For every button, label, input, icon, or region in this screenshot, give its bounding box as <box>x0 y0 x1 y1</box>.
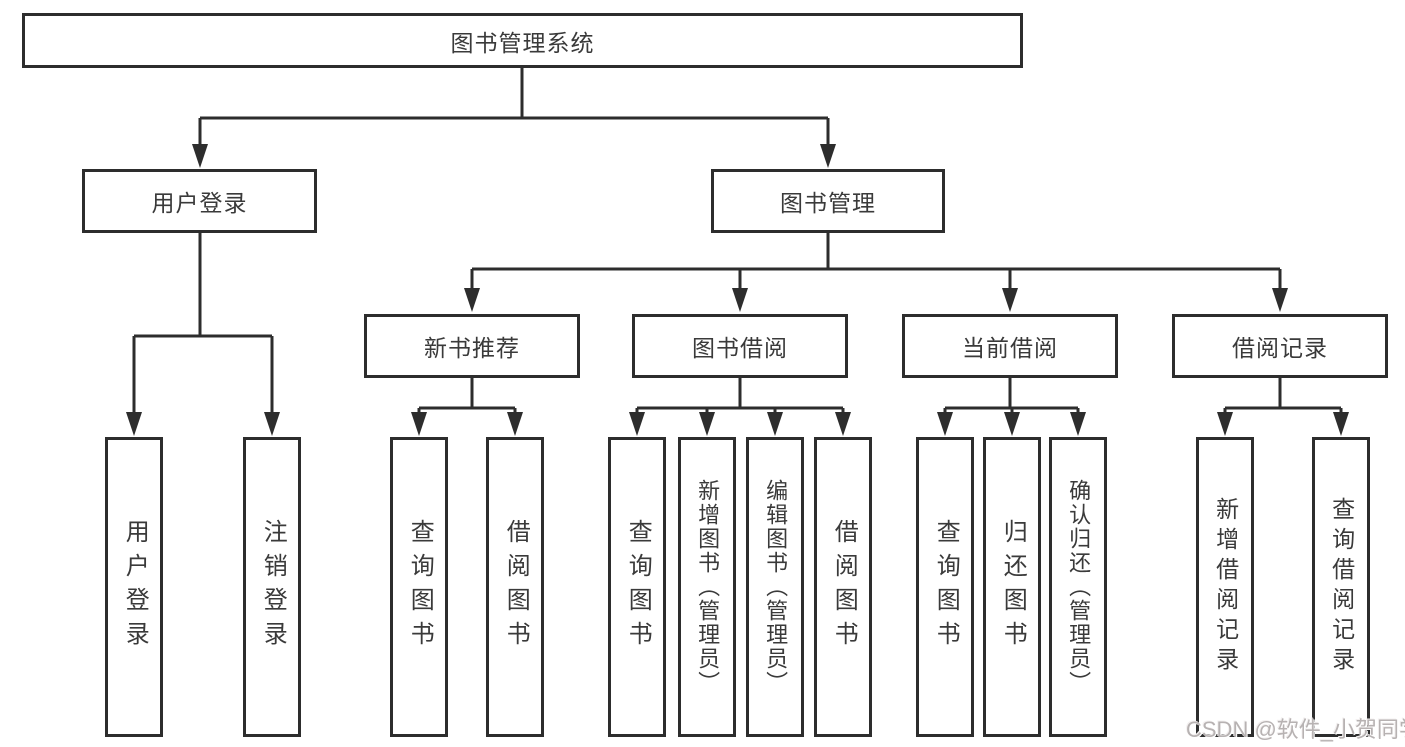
node-label: 图书管理系统 <box>450 29 595 56</box>
node-user-login: 用户登录 <box>82 169 317 233</box>
arrowheads <box>126 144 1349 436</box>
node-library-management-system: 图书管理系统 <box>22 13 1023 68</box>
arrow-icon <box>732 288 748 312</box>
leaf-borrow-books-2: 借阅图书 <box>814 437 872 737</box>
node-label: 编辑图书（管理员） <box>763 479 789 695</box>
node-label: 图书借阅 <box>692 335 788 361</box>
node-new-book-recommend: 新书推荐 <box>364 314 580 378</box>
connector-user-login-to-leaves <box>132 233 274 414</box>
arrow-icon <box>507 412 523 436</box>
arrow-icon <box>126 412 142 436</box>
leaf-query-borrow-record: 查询借阅记录 <box>1312 437 1370 737</box>
arrow-icon <box>1002 288 1018 312</box>
connector-book-borrow-to-leaves <box>635 378 845 414</box>
node-label: 图书管理 <box>780 190 876 216</box>
node-book-management: 图书管理 <box>711 169 945 233</box>
leaf-query-books-2: 查询图书 <box>608 437 666 737</box>
node-label: 注销登录 <box>259 519 287 655</box>
leaf-query-books-1: 查询图书 <box>390 437 448 737</box>
leaf-confirm-return-admin: 确认归还（管理员） <box>1049 437 1107 737</box>
leaf-add-books-admin: 新增图书（管理员） <box>678 437 736 737</box>
node-label: 查询图书 <box>624 519 652 655</box>
connector-borrow-record-to-leaves <box>1223 378 1343 414</box>
arrow-icon <box>1217 412 1233 436</box>
arrow-icon <box>835 412 851 436</box>
arrow-icon <box>411 412 427 436</box>
arrow-icon <box>629 412 645 436</box>
leaf-borrow-books-1: 借阅图书 <box>486 437 544 737</box>
node-label: 用户登录 <box>121 519 149 655</box>
arrow-icon <box>699 412 715 436</box>
node-current-borrow: 当前借阅 <box>902 314 1118 378</box>
node-label: 当前借阅 <box>962 335 1058 361</box>
arrow-icon <box>1272 288 1288 312</box>
node-label: 借阅记录 <box>1232 335 1328 361</box>
arrow-icon <box>1333 412 1349 436</box>
arrow-icon <box>767 412 783 436</box>
node-label: 借阅图书 <box>502 519 530 655</box>
leaf-query-books-3: 查询图书 <box>916 437 974 737</box>
node-label: 查询图书 <box>406 519 434 655</box>
csdn-watermark: CSDN @软件_小贺同学 <box>1186 717 1405 742</box>
node-label: 确认归还（管理员） <box>1066 479 1092 695</box>
node-borrow-record: 借阅记录 <box>1172 314 1388 378</box>
leaf-edit-books-admin: 编辑图书（管理员） <box>746 437 804 737</box>
connector-root-to-level2 <box>198 68 830 146</box>
arrow-icon <box>820 144 836 168</box>
leaf-logout: 注销登录 <box>243 437 301 737</box>
connector-book-mgmt-to-level3 <box>470 233 1282 290</box>
node-label: 新增借阅记录 <box>1212 497 1239 677</box>
arrow-icon <box>464 288 480 312</box>
node-label: 用户登录 <box>151 190 248 216</box>
leaf-user-login: 用户登录 <box>105 437 163 737</box>
node-label: 新书推荐 <box>424 335 520 361</box>
leaf-return-books: 归还图书 <box>983 437 1041 737</box>
arrow-icon <box>192 144 208 168</box>
arrow-icon <box>937 412 953 436</box>
node-label: 借阅图书 <box>830 519 858 655</box>
node-label: 查询图书 <box>932 519 960 655</box>
connector-new-book-rec-to-leaves <box>417 378 517 414</box>
leaf-add-borrow-record: 新增借阅记录 <box>1196 437 1254 737</box>
node-book-borrow: 图书借阅 <box>632 314 848 378</box>
node-label: 新增图书（管理员） <box>695 479 721 695</box>
arrow-icon <box>1070 412 1086 436</box>
node-label: 归还图书 <box>999 519 1027 655</box>
arrow-icon <box>264 412 280 436</box>
connector-current-borrow-to-leaves <box>943 378 1080 414</box>
node-label: 查询借阅记录 <box>1328 497 1355 677</box>
arrow-icon <box>1004 412 1020 436</box>
